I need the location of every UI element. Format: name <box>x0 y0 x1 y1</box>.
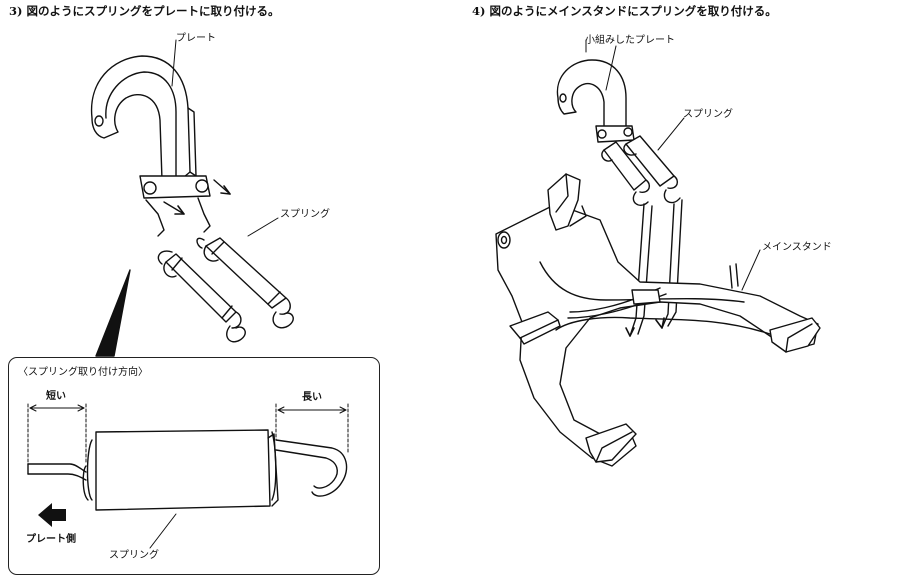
step3-springs-drawing <box>157 237 294 343</box>
step4-main-stand-drawing <box>495 173 821 467</box>
step4-main-stand-label: メインスタンド <box>762 242 832 253</box>
step3-title: 3) 図のようにスプリングをプレートに取り付ける。 <box>9 4 280 18</box>
step3-plate-label: プレート <box>176 33 216 44</box>
step4-spring-label: スプリング <box>683 109 733 120</box>
step3-spring-label: スプリング <box>280 209 330 220</box>
inset-title: 〈スプリング取り付け方向〉 <box>18 367 148 378</box>
spring-direction-inset <box>8 357 380 575</box>
plate-side-label: プレート側 <box>26 534 76 545</box>
plate-side-arrow-icon <box>38 503 66 527</box>
inset-spring-label: スプリング <box>109 550 159 561</box>
long-side-label: 長い <box>302 392 322 403</box>
short-side-label: 短い <box>46 391 66 402</box>
step4-plate-drawing <box>556 59 635 143</box>
step3-plate-drawing <box>90 55 231 237</box>
step4-springs-drawing <box>601 135 683 337</box>
step4-subassembly-label: 小組みしたプレート <box>585 35 675 46</box>
step4-title: 4) 図のようにメインスタンドにスプリングを取り付ける。 <box>472 4 777 18</box>
